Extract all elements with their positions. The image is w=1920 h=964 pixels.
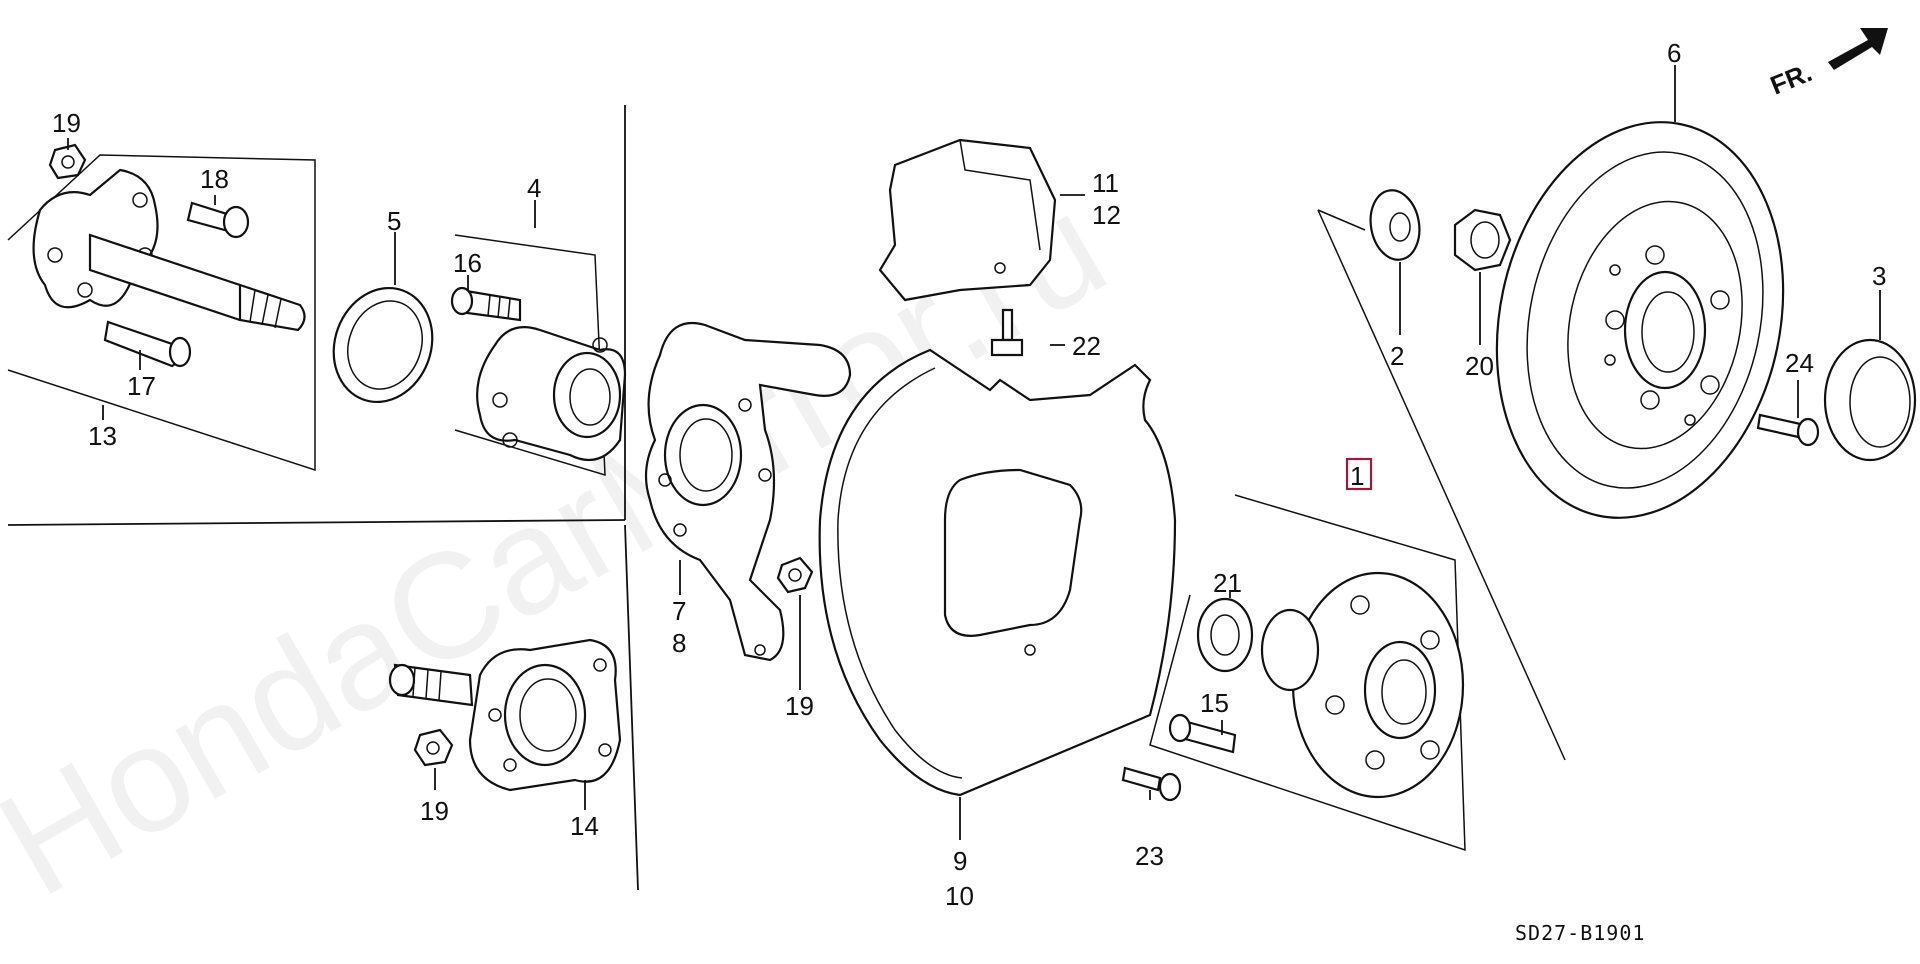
- callout-19-a[interactable]: 19: [52, 108, 81, 138]
- callout-22[interactable]: 22: [1072, 331, 1101, 361]
- callout-16[interactable]: 16: [453, 248, 482, 278]
- callout-1[interactable]: 1: [1350, 461, 1364, 491]
- callout-9[interactable]: 9: [953, 846, 967, 876]
- callout-7[interactable]: 7: [672, 596, 686, 626]
- callout-12[interactable]: 12: [1092, 200, 1121, 230]
- callout-11[interactable]: 11: [1092, 168, 1119, 198]
- knuckle-7-8: [644, 321, 852, 662]
- callout-5[interactable]: 5: [387, 206, 401, 236]
- seal-ring-5: [332, 286, 434, 404]
- callout-4[interactable]: 4: [527, 173, 541, 203]
- callout-24[interactable]: 24: [1785, 348, 1814, 378]
- divider-horizontal: [7, 519, 626, 526]
- splash-guard-11-12: [878, 138, 1057, 357]
- backing-plate-9-10: [818, 348, 1177, 797]
- callout-19-b[interactable]: 19: [785, 691, 814, 721]
- callout-15[interactable]: 15: [1200, 688, 1229, 718]
- callout-1-highlight: [1345, 457, 1373, 491]
- callout-2[interactable]: 2: [1390, 341, 1404, 371]
- callout-14[interactable]: 14: [570, 811, 599, 841]
- hub-cap-3: [1756, 338, 1917, 462]
- callout-labels: 1 2 3 4 5 6 7 8 9 10 11 12 13 14 15 16 1…: [52, 38, 1886, 911]
- callout-21[interactable]: 21: [1213, 568, 1242, 598]
- callout-13[interactable]: 13: [88, 421, 117, 451]
- callout-18[interactable]: 18: [200, 164, 229, 194]
- hub-bearing-assembly-4: [450, 234, 627, 477]
- brake-disc-6: [1495, 121, 1785, 519]
- callout-19-c[interactable]: 19: [420, 796, 449, 826]
- hub-unit-assembly-1: [1121, 494, 1466, 852]
- divider-vertical-lower: [624, 524, 639, 891]
- callout-17[interactable]: 17: [127, 371, 156, 401]
- front-arrow-icon: FR.: [1766, 28, 1888, 101]
- callout-6[interactable]: 6: [1667, 38, 1681, 68]
- spindle-assembly-13: [7, 143, 316, 472]
- spindle-hub-14: [388, 638, 622, 792]
- callout-10[interactable]: 10: [945, 881, 974, 911]
- callout-23[interactable]: 23: [1135, 841, 1164, 871]
- diagram-code: SD27-B1901: [1515, 921, 1645, 945]
- leader-lines: [67, 65, 1881, 840]
- front-marker-label: FR.: [1766, 57, 1816, 101]
- callout-8[interactable]: 8: [672, 628, 686, 658]
- callout-20[interactable]: 20: [1465, 351, 1494, 381]
- callout-3[interactable]: 3: [1872, 261, 1886, 291]
- washer-nut-group: [1317, 189, 1566, 761]
